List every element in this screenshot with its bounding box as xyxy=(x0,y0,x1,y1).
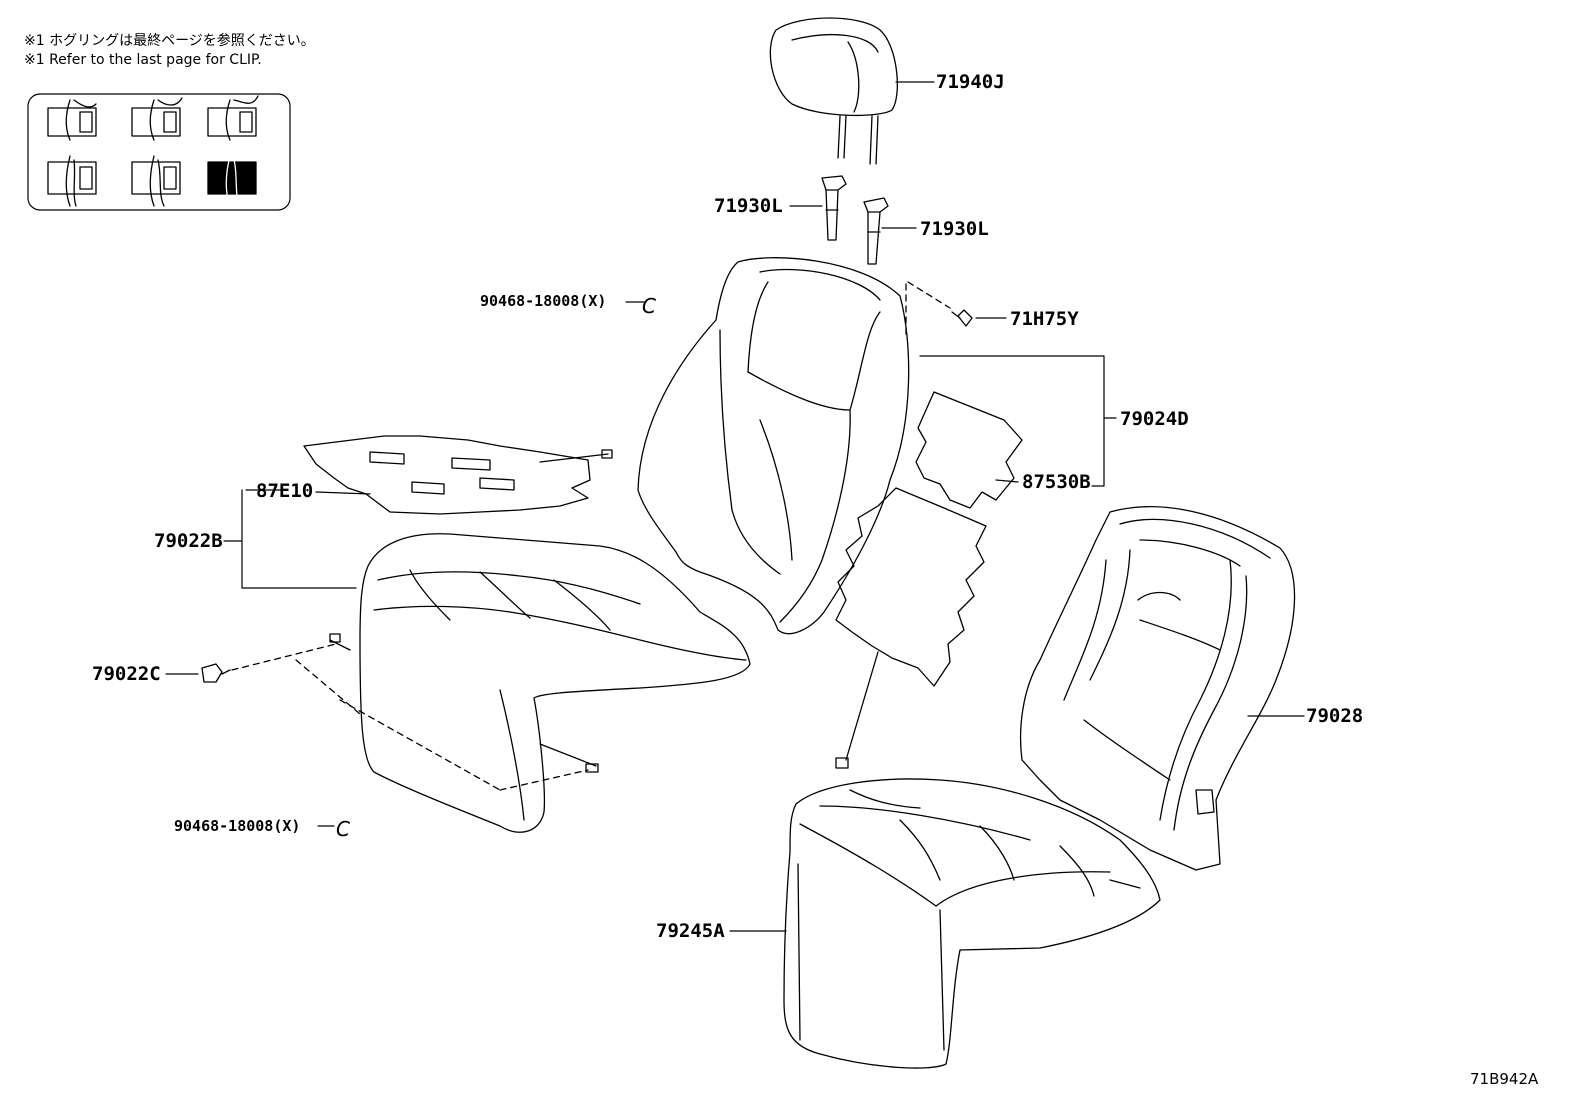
part-label-headrest: 71940J xyxy=(936,71,1005,93)
part-label-back-assy: 79024D xyxy=(1120,408,1189,430)
headrest-support-left xyxy=(821,175,847,241)
seatback-cover xyxy=(637,257,910,635)
legend-cell-5 xyxy=(131,155,181,207)
clip-legend xyxy=(27,93,291,211)
legend-cell-3 xyxy=(207,95,259,141)
part-label-clip-top: 90468-18008(X) xyxy=(480,292,607,310)
figure-code: 71B942A xyxy=(1470,1070,1539,1088)
pin-79022c xyxy=(201,643,589,791)
part-label-back-heater: 87530B xyxy=(1022,471,1091,493)
cushion-pad-79245a xyxy=(783,778,1161,1069)
part-label-cushion-pad: 79245A xyxy=(656,920,725,942)
clip-mark-top: C xyxy=(642,294,656,318)
legend-cell-4 xyxy=(47,155,97,207)
headrest-support-right xyxy=(863,197,889,265)
seat-cushion-79022b xyxy=(329,533,751,833)
leader-lines xyxy=(165,81,1305,932)
note-japanese: ※1 ホグリングは最終ページを参照ください。 xyxy=(24,33,315,49)
part-label-pin-71h75y: 71H75Y xyxy=(1010,308,1079,330)
part-label-support-right: 71930L xyxy=(920,218,989,240)
cushion-heater-87e10 xyxy=(303,435,613,515)
part-label-support-left: 71930L xyxy=(714,195,783,217)
note-english: ※1 Refer to the last page for CLIP. xyxy=(24,52,262,68)
part-label-cushion-heater: 87E10 xyxy=(256,480,314,502)
seatback-pad-79028 xyxy=(1019,506,1296,871)
clip-mark-bottom: C xyxy=(336,817,350,841)
part-label-cushion-assy: 79022B xyxy=(154,530,223,552)
legend-cell-2 xyxy=(131,97,183,141)
legend-cell-6-highlighted xyxy=(207,155,257,207)
part-label-back-pad: 79028 xyxy=(1306,705,1364,727)
pin-71h75y xyxy=(905,281,973,335)
headrest xyxy=(769,17,898,165)
part-label-cushion-pin: 79022C xyxy=(92,663,161,685)
legend-cell-1 xyxy=(47,99,97,141)
part-label-clip-bottom: 90468-18008(X) xyxy=(174,817,301,835)
back-heater-87530b xyxy=(835,391,1023,769)
